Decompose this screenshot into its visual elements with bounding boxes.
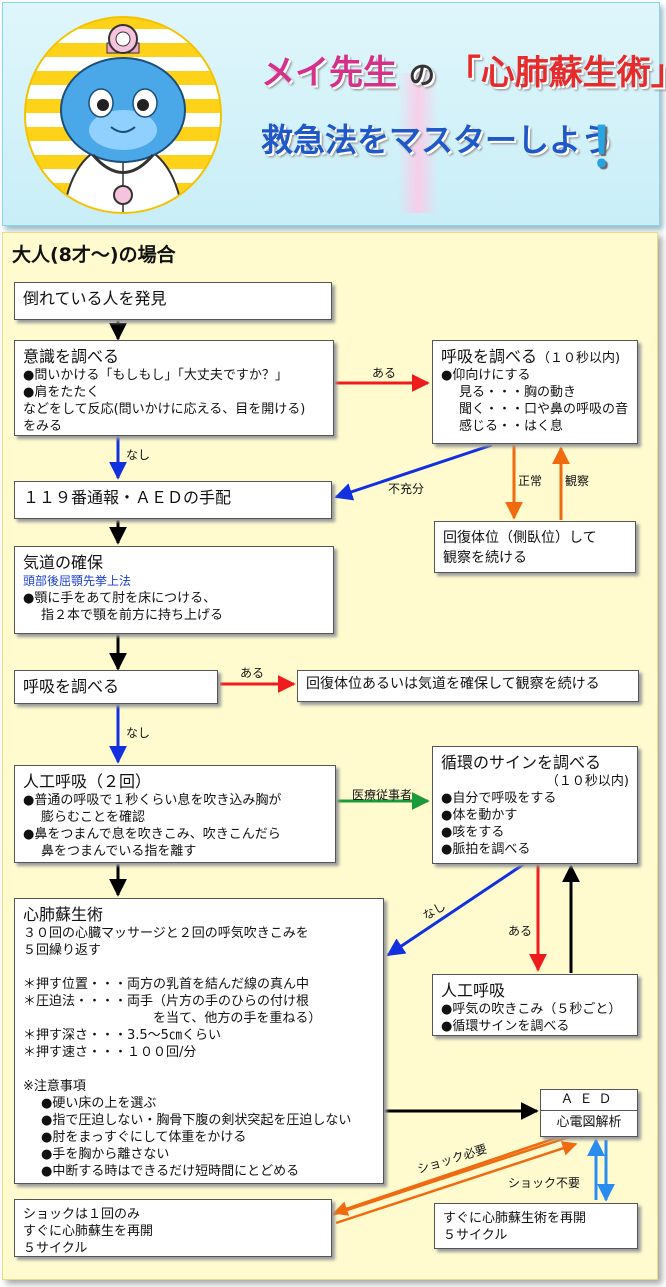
shock-line: すぐに心肺蘇生を再開	[23, 1224, 154, 1239]
circulation-title: 循環のサインを調べる	[441, 753, 602, 772]
breath1-note: （１０秒以内)	[537, 351, 621, 366]
artificial-line: ●循環サインを調べる	[441, 1019, 570, 1034]
label-shock-noneed: ショック不要	[508, 1176, 581, 1190]
shock-line: ５サイクル	[23, 1241, 88, 1256]
page-subtitle: 救急法をマスターしよう	[261, 121, 614, 159]
mascot-doctor-icon	[24, 16, 222, 214]
consciousness-title: 意識を調べる	[23, 347, 120, 366]
label-aru-2: ある	[240, 666, 265, 680]
noshock-line: すぐに心肺蘇生術を再開	[443, 1211, 587, 1226]
cpr-caution: ●中断する時はできるだけ短時間にとどめる	[41, 1164, 300, 1179]
consciousness-line: をみる	[23, 419, 63, 434]
header-banner: メイ先生 の 「心肺蘇生術」 救急法をマスターしよう ！	[2, 2, 666, 226]
page-title: メイ先生 の 「心肺蘇生術」	[261, 45, 666, 94]
title-cpr: 「心肺蘇生術」	[446, 53, 666, 93]
decor-sparkle	[398, 73, 438, 213]
cpr-point: ＊圧迫法・・・・両手（片方の手のひらの付け根	[23, 994, 310, 1009]
breath1-line: 見る・・・胸の動き	[459, 385, 577, 400]
consciousness-line: ●問いかける「もしもし」「大丈夫ですか？」	[23, 368, 288, 383]
rescue-line: ●普通の呼吸で１秒くらい息を吹き込み胸が	[23, 793, 282, 808]
box-cpr: 心肺蘇生術 ３０回の心臓マッサージと２回の呼気吹きこみを ５回繰り返す ＊押す位…	[14, 898, 384, 1184]
airway-title: 気道の確保	[23, 553, 104, 572]
airway-sub: 頭部後屈顎先挙上法	[23, 574, 132, 588]
cpr-point: を当て、他方の手を重ねる）	[153, 1011, 322, 1026]
box-discover: 倒れている人を発見	[14, 282, 332, 320]
box-aed: ＡＥＤ 心電図解析	[540, 1089, 638, 1137]
box-check-breath1: 呼吸を調べる（１０秒以内) ●仰向けにする 見る・・・胸の動き 聞く・・・口や鼻…	[432, 340, 638, 444]
aed-analysis: 心電図解析	[556, 1115, 622, 1130]
section-title: 大人(8才〜)の場合	[12, 244, 176, 266]
box-circulation: 循環のサインを調べる （１０秒以内) ●自分で呼吸をする ●体を動かす ●咳をす…	[432, 746, 638, 864]
box-recovery2: 回復体位あるいは気道を確保して観察を続ける	[297, 670, 639, 702]
artificial-title: 人工呼吸	[441, 981, 506, 1000]
recovery1-line: 観察を続ける	[443, 550, 527, 566]
airway-line: 指２本で顎を前方に持ち上げる	[41, 608, 224, 623]
box-recovery1: 回復体位（側臥位）して 観察を続ける	[434, 521, 636, 573]
label-iryou: 医療従事者	[352, 788, 413, 802]
consciousness-line: ●肩をたたく	[23, 385, 100, 400]
circulation-line: ●脈拍を調べる	[441, 842, 531, 857]
noshock-line: ５サイクル	[443, 1228, 508, 1243]
label-aru-1: ある	[372, 366, 397, 380]
breath1-line: ●仰向けにする	[441, 368, 531, 383]
cpr-caution: ●手を胸から離さない	[41, 1147, 170, 1162]
title-no: の	[408, 61, 435, 91]
circulation-line: ●体を動かす	[441, 808, 518, 823]
cpr-intro: ５回繰り返す	[23, 943, 102, 958]
label-aru-3: ある	[508, 924, 533, 938]
exclamation-icon: ！	[588, 116, 642, 179]
breath1-line: 聞く・・・口や鼻の呼吸の音	[459, 402, 629, 417]
cpr-caution: ●硬い床の上を選ぶ	[41, 1096, 157, 1111]
aed-label: ＡＥＤ	[541, 1090, 637, 1111]
cpr-point: ＊押す深さ・・・3.5〜5㎝くらい	[23, 1028, 221, 1043]
box-check-breath2: 呼吸を調べる	[14, 670, 218, 704]
box-noshock: すぐに心肺蘇生術を再開 ５サイクル	[434, 1203, 638, 1249]
box-call-119: １１９番通報・ＡＥＤの手配	[14, 481, 332, 519]
breath1-line: 感じる・・はく息	[459, 419, 564, 434]
label-kansatsu: 観察	[565, 474, 590, 488]
artificial-line: ●呼気の吹きこみ（５秒ごと）	[441, 1002, 622, 1017]
circulation-note: （１０秒以内)	[545, 774, 629, 789]
cpr-caution-title: ※注意事項	[23, 1079, 86, 1094]
cpr-caution: ●指で圧迫しない・胸骨下腹の剣状突起を圧迫しない	[41, 1113, 352, 1128]
call119-text: １１９番通報・ＡＥＤの手配	[23, 488, 232, 507]
cpr-caution: ●肘をまっすぐにして体重をかける	[41, 1130, 247, 1145]
consciousness-line: などをして反応(問いかけに応える、目を開ける)	[23, 402, 306, 417]
label-nashi-2: なし	[126, 726, 151, 740]
label-fujuubun: 不充分	[388, 482, 425, 496]
box-rescue-breath: 人工呼吸（２回） ●普通の呼吸で１秒くらい息を吹き込み胸が 膨らむことを確認 ●…	[14, 765, 336, 863]
circulation-line: ●自分で呼吸をする	[441, 791, 557, 806]
box-shock: ショックは１回のみ すぐに心肺蘇生を再開 ５サイクル	[14, 1199, 332, 1257]
cpr-point: ＊押す位置・・・両方の乳首を結んだ線の真ん中	[23, 977, 310, 992]
cpr-title: 心肺蘇生術	[23, 905, 104, 924]
box-artificial: 人工呼吸 ●呼気の吹きこみ（５秒ごと） ●循環サインを調べる	[432, 974, 638, 1036]
recovery2-text: 回復体位あるいは気道を確保して観察を続ける	[306, 676, 600, 692]
recovery1-line: 回復体位（側臥位）して	[443, 530, 597, 546]
box-airway: 気道の確保 頭部後屈顎先挙上法 ●顎に手をあて肘を床につける、 指２本で顎を前方…	[14, 546, 334, 634]
label-seijou: 正常	[518, 474, 543, 488]
airway-line: ●顎に手をあて肘を床につける、	[23, 591, 217, 606]
rescue-title: 人工呼吸（２回）	[23, 772, 152, 791]
cpr-point: ＊押す速さ・・・１００回/分	[23, 1045, 197, 1060]
breath1-title: 呼吸を調べる	[441, 347, 538, 366]
rescue-line: 膨らむことを確認	[41, 810, 146, 825]
box-consciousness: 意識を調べる ●問いかける「もしもし」「大丈夫ですか？」 ●肩をたたく などをし…	[14, 340, 334, 436]
cpr-intro: ３０回の心臓マッサージと２回の呼気吹きこみを	[23, 926, 309, 941]
circulation-line: ●咳をする	[441, 825, 505, 840]
breath2-text: 呼吸を調べる	[23, 677, 120, 696]
label-nashi-1: なし	[126, 448, 151, 462]
rescue-line: 鼻をつまんでいる指を離す	[41, 844, 197, 859]
title-sensei: メイ先生	[261, 53, 397, 93]
rescue-line: ●鼻をつまんで息を吹きこみ、吹きこんだら	[23, 827, 281, 842]
discover-text: 倒れている人を発見	[23, 289, 167, 308]
shock-line: ショックは１回のみ	[23, 1207, 141, 1222]
